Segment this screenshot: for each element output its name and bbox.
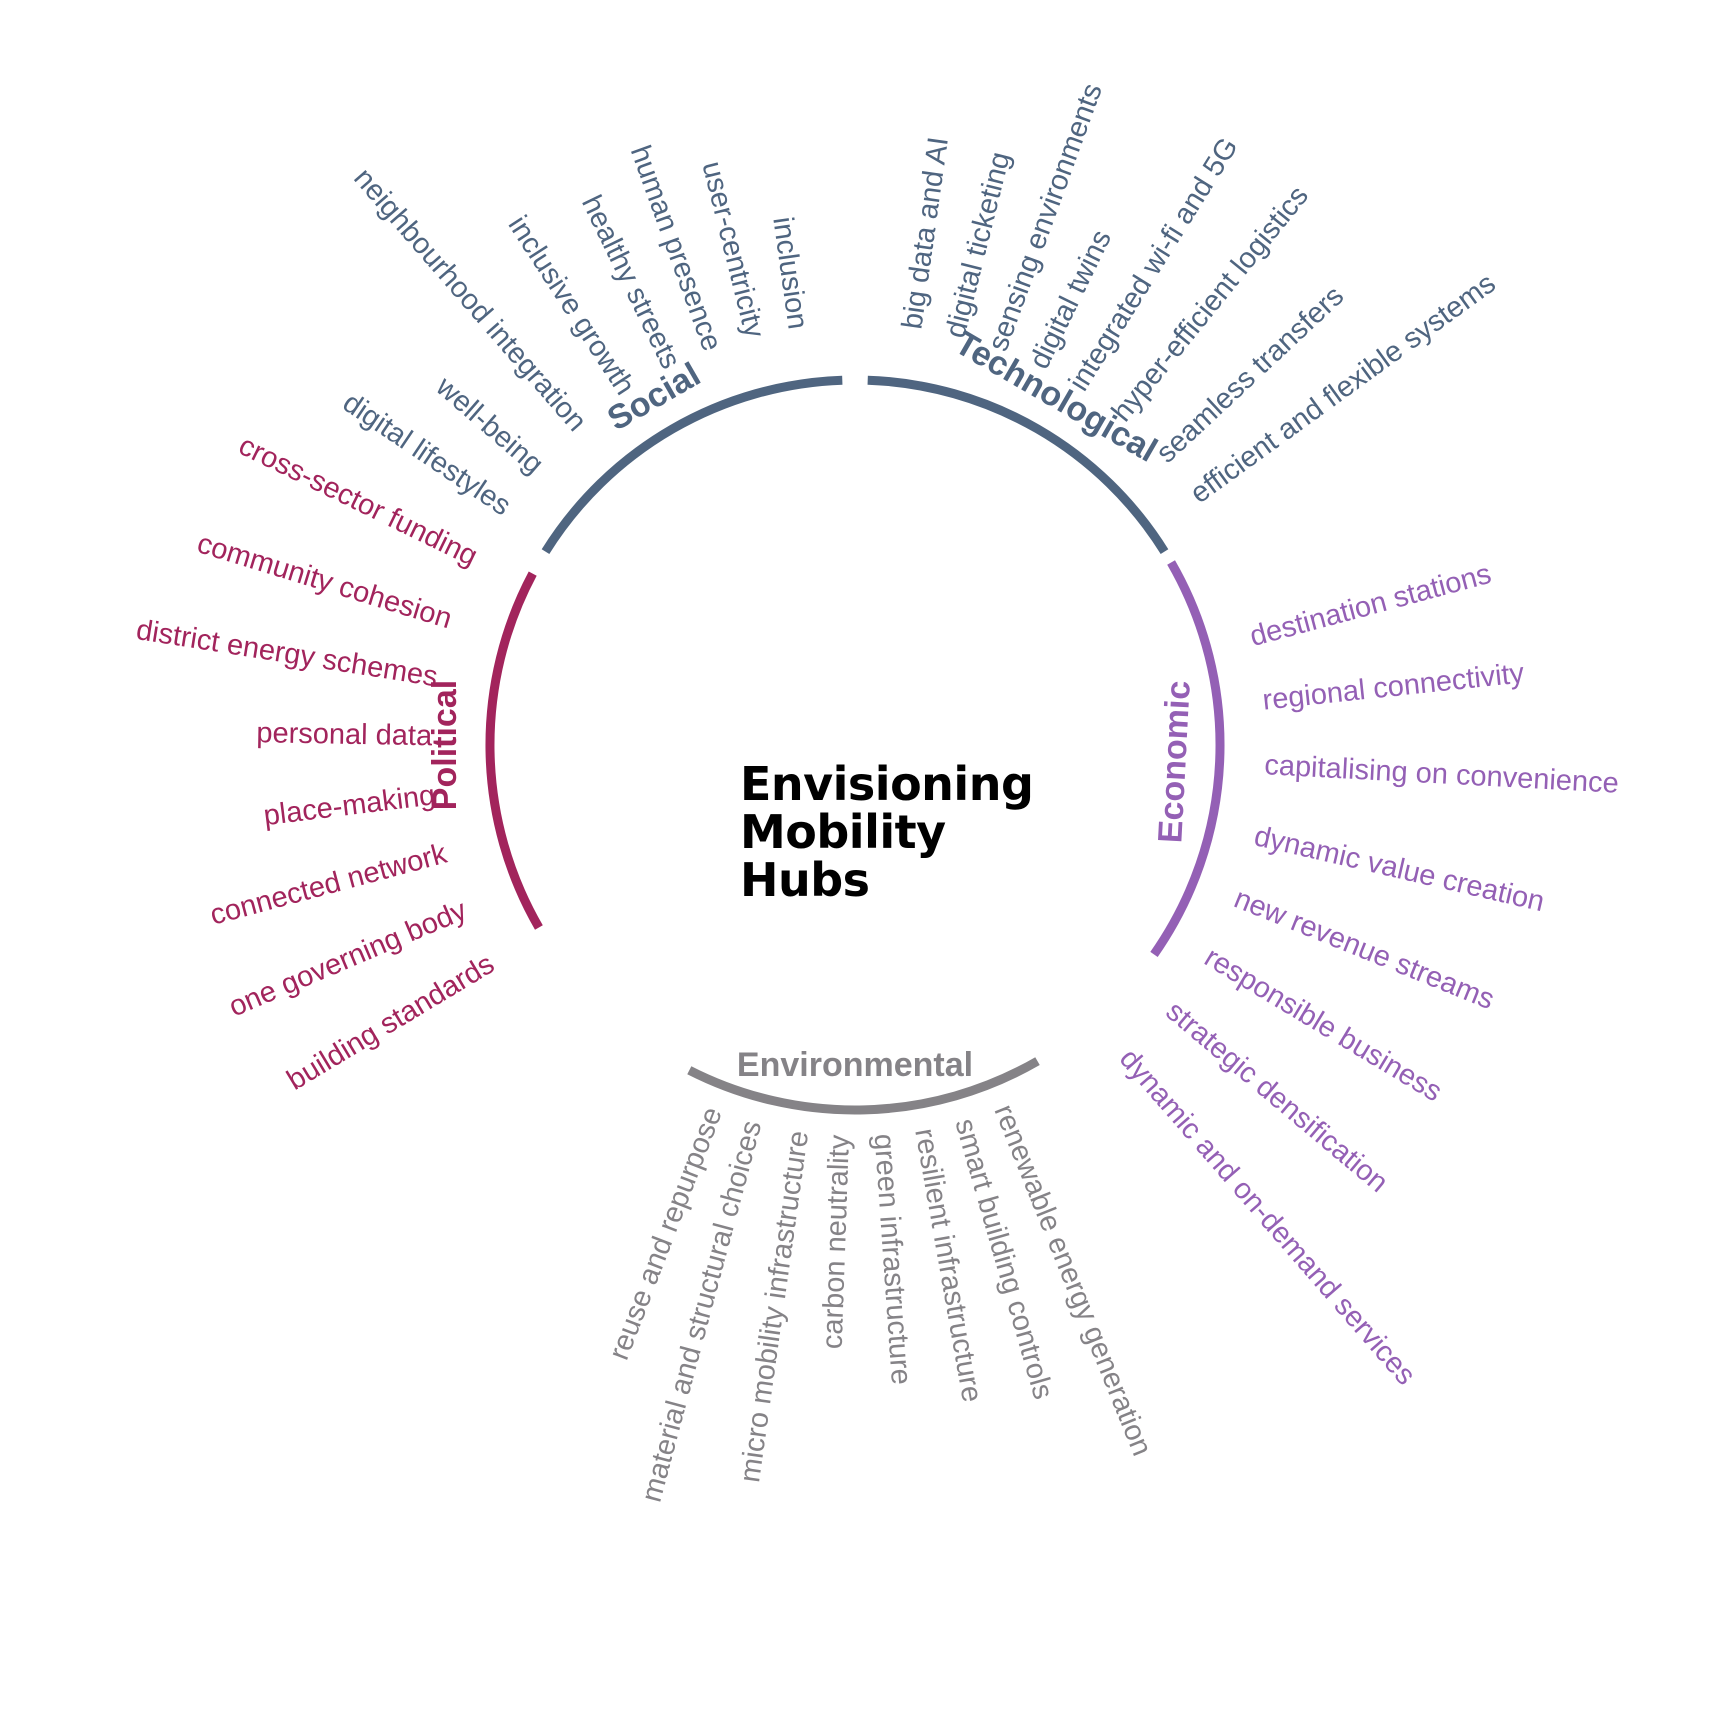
arc-social <box>541 375 843 554</box>
item-political-2: district energy schemes <box>134 614 440 693</box>
item-economic-6: strategic densification <box>1160 995 1394 1199</box>
arc-environmental <box>687 1057 1040 1115</box>
title-line-3: Hubs <box>740 853 870 907</box>
item-political-3: personal data <box>256 717 433 752</box>
item-political-4: place-making <box>262 779 437 832</box>
center-title: Envisioning Mobility Hubs <box>740 757 1034 907</box>
category-label-environmental: Environmental <box>737 1046 973 1084</box>
title-line-2: Mobility <box>740 805 946 859</box>
category-label-political: Political <box>426 680 464 810</box>
item-social-0: inclusion <box>766 215 813 331</box>
item-economic-1: regional connectivity <box>1261 657 1526 716</box>
item-economic-2: capitalising on convenience <box>1264 749 1620 800</box>
arc-political <box>485 571 543 930</box>
title-line-1: Envisioning <box>740 757 1033 811</box>
category-label-economic: Economic <box>1151 680 1197 844</box>
item-environmental-3: carbon neutrality <box>817 1134 856 1350</box>
arc-economic <box>1150 560 1225 957</box>
item-economic-0: destination stations <box>1247 558 1495 653</box>
item-environmental-4: green infrastructure <box>868 1133 917 1386</box>
arc-technological <box>867 375 1169 554</box>
item-technological-0: big data and AI <box>896 135 955 331</box>
